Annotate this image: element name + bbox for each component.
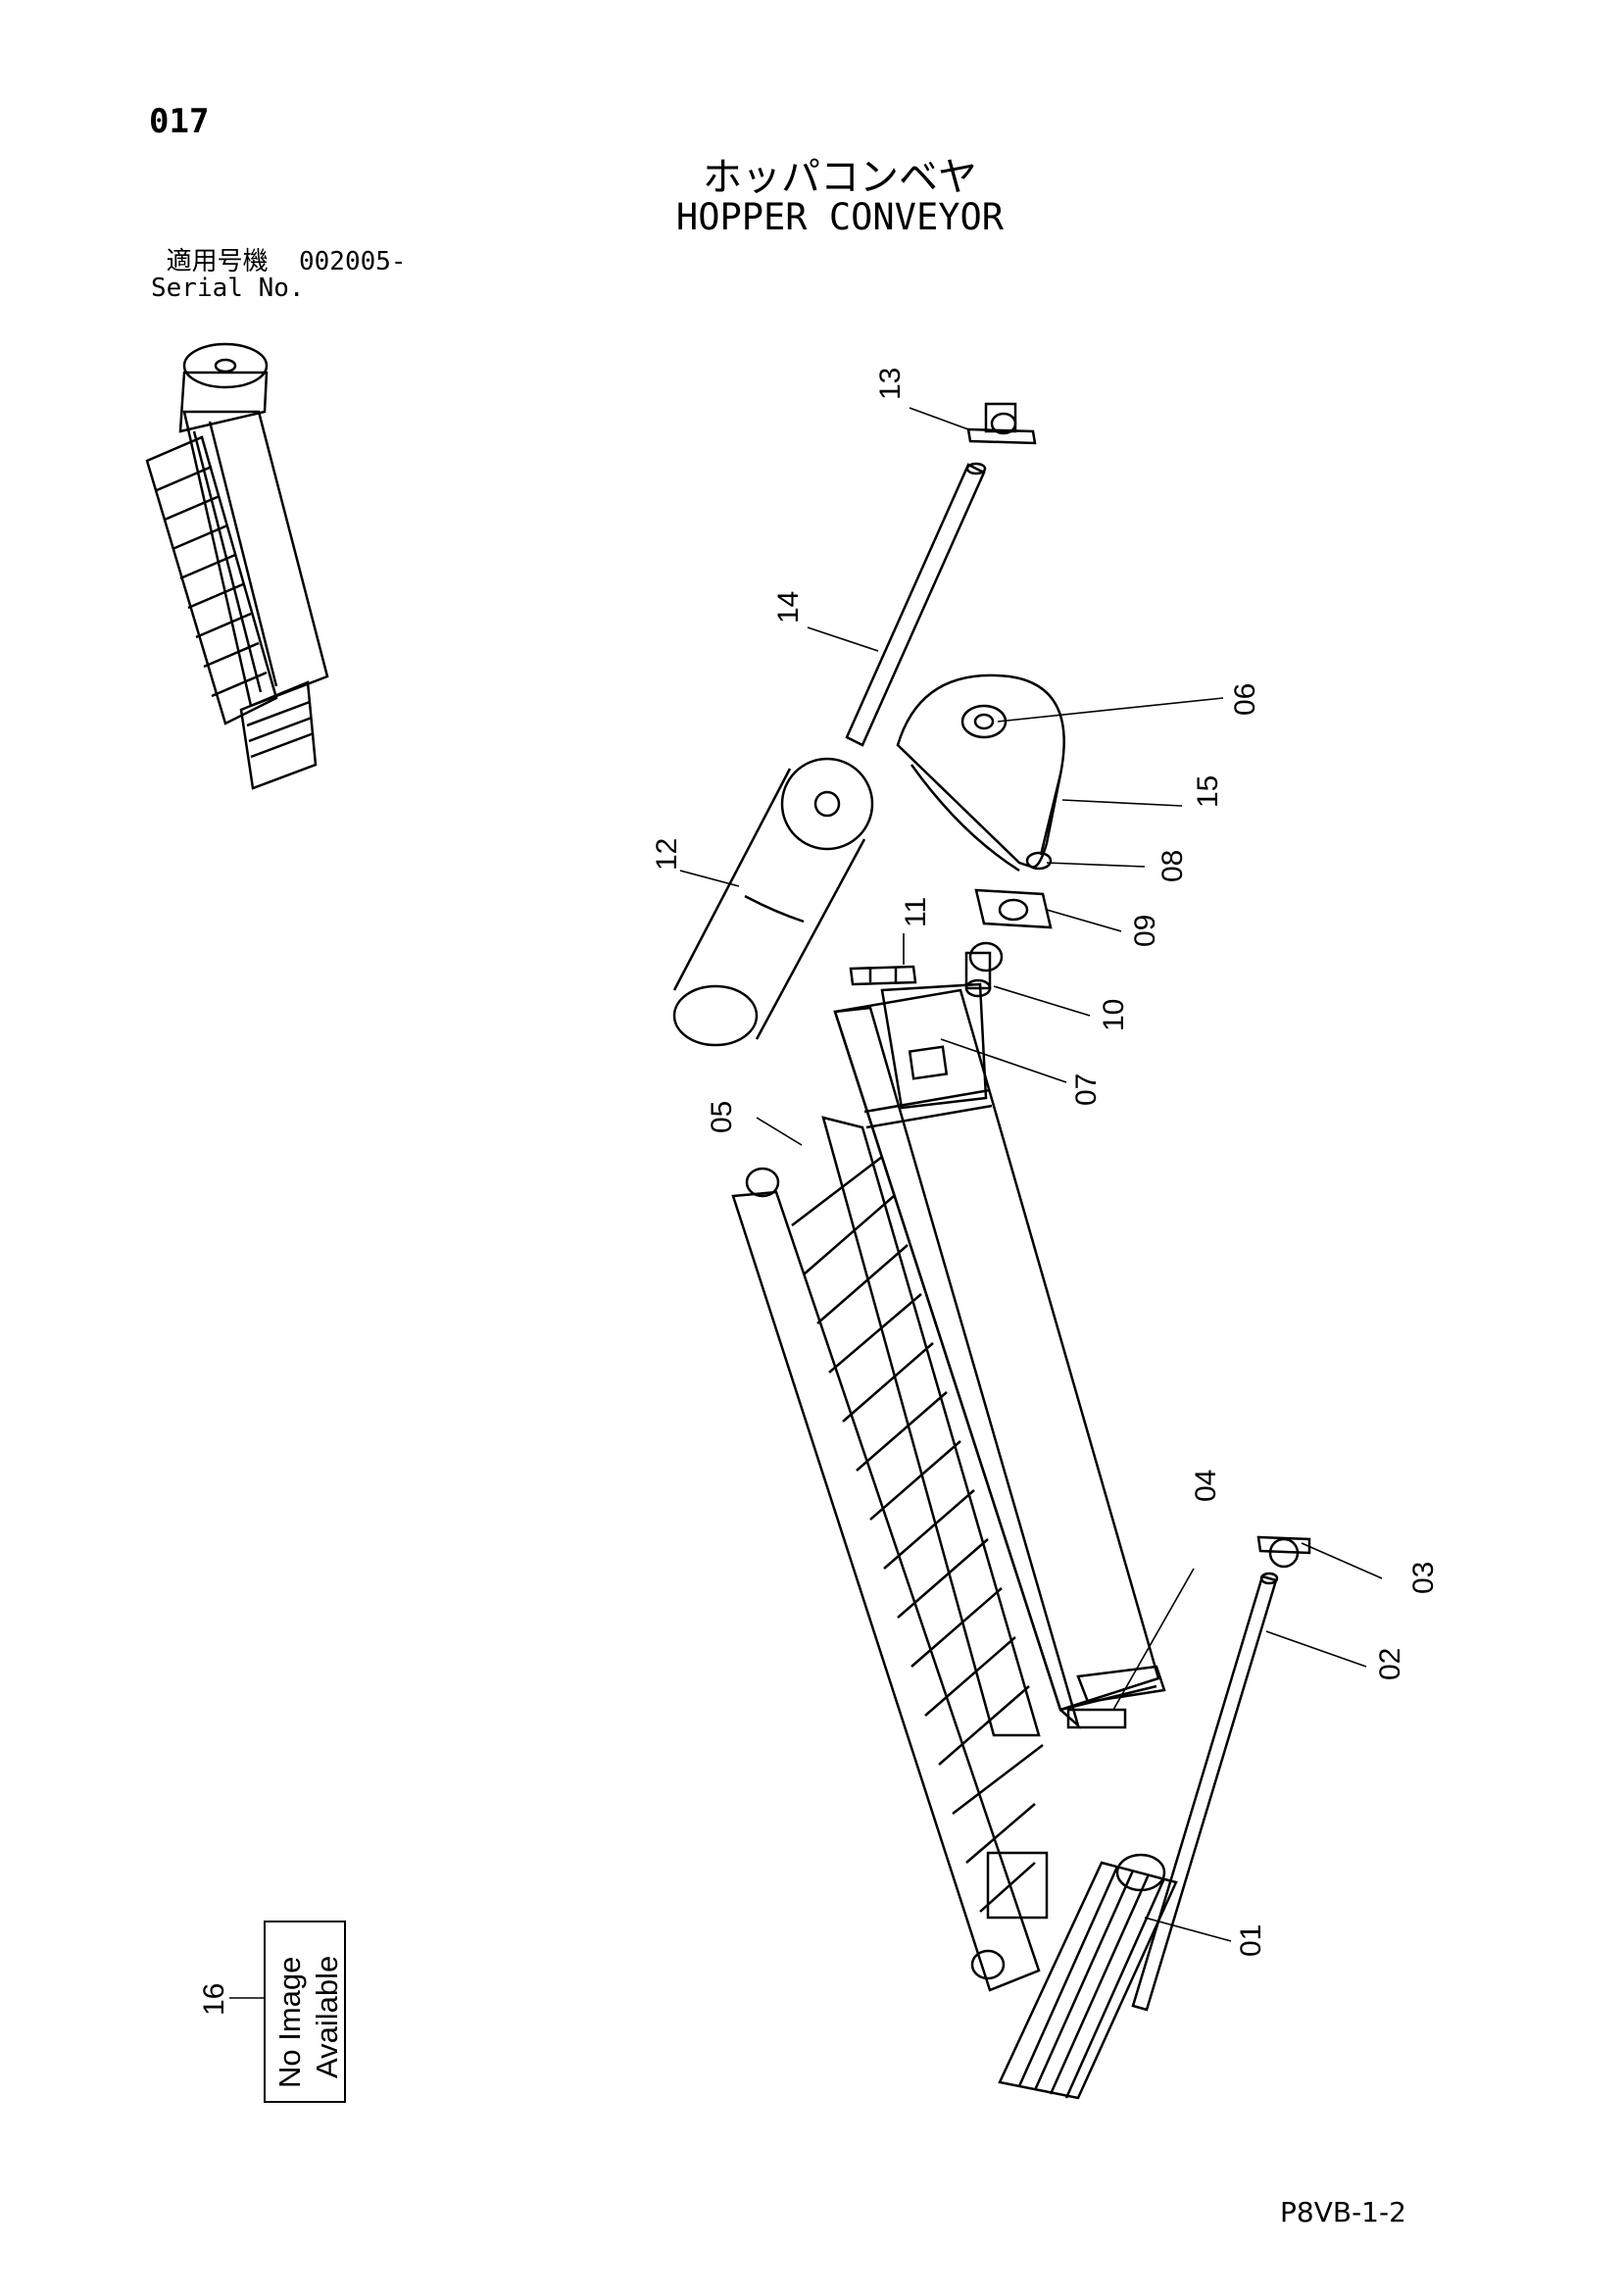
part-06-pulley-guard [896, 674, 1065, 873]
part-04-bracket [1066, 1708, 1127, 1729]
no-image-line1: No Image [272, 1957, 307, 2088]
part-12-roller [672, 757, 874, 1047]
no-image-box [264, 1921, 346, 2103]
part-13-bearing [966, 402, 1037, 445]
callout-10: 10 [1098, 999, 1130, 1031]
serial-label-japanese: 適用号機 [166, 247, 269, 276]
callout-05: 05 [706, 1101, 738, 1133]
callout-04: 04 [1190, 1470, 1222, 1502]
callout-06: 06 [1229, 683, 1261, 716]
serial-label: Serial No. [151, 274, 305, 303]
callout-03: 03 [1407, 1562, 1440, 1594]
drawing-id: P8VB-1-2 [1280, 2196, 1406, 2228]
callout-14: 14 [772, 591, 805, 624]
callout-02: 02 [1374, 1648, 1406, 1680]
callout-01: 01 [1235, 1924, 1267, 1957]
callout-13: 13 [874, 368, 907, 400]
roller-bed [731, 1116, 1049, 1992]
callout-11: 11 [900, 897, 932, 927]
leader-lines [229, 407, 1383, 1999]
callout-16: 16 [198, 1983, 230, 2016]
page-number: 017 [149, 102, 210, 141]
part-03-bearing [1256, 1535, 1311, 1569]
callout-09: 09 [1129, 915, 1161, 947]
part-05-frame [833, 982, 1166, 1729]
page-title-japanese: ホッパコンベヤ [703, 155, 977, 200]
callout-08: 08 [1156, 850, 1189, 882]
serial-block: 適用号機 002005- Serial No. [151, 249, 407, 302]
overview-thumbnail [145, 342, 329, 790]
callout-12: 12 [651, 838, 683, 871]
serial-value: 002005- [298, 247, 407, 276]
part-14-shaft [845, 462, 987, 747]
callout-15: 15 [1192, 775, 1224, 808]
part-11-bracket [849, 965, 917, 986]
page-title: HOPPER CONVEYOR [675, 196, 1005, 238]
part-09-plate [974, 888, 1053, 929]
part-02-shaft [1131, 1572, 1279, 2012]
part-10-motor [964, 941, 1004, 998]
no-image-line2: Available [310, 1956, 344, 2078]
callout-07: 07 [1070, 1073, 1103, 1106]
part-01-drive-roller [998, 1853, 1178, 2100]
